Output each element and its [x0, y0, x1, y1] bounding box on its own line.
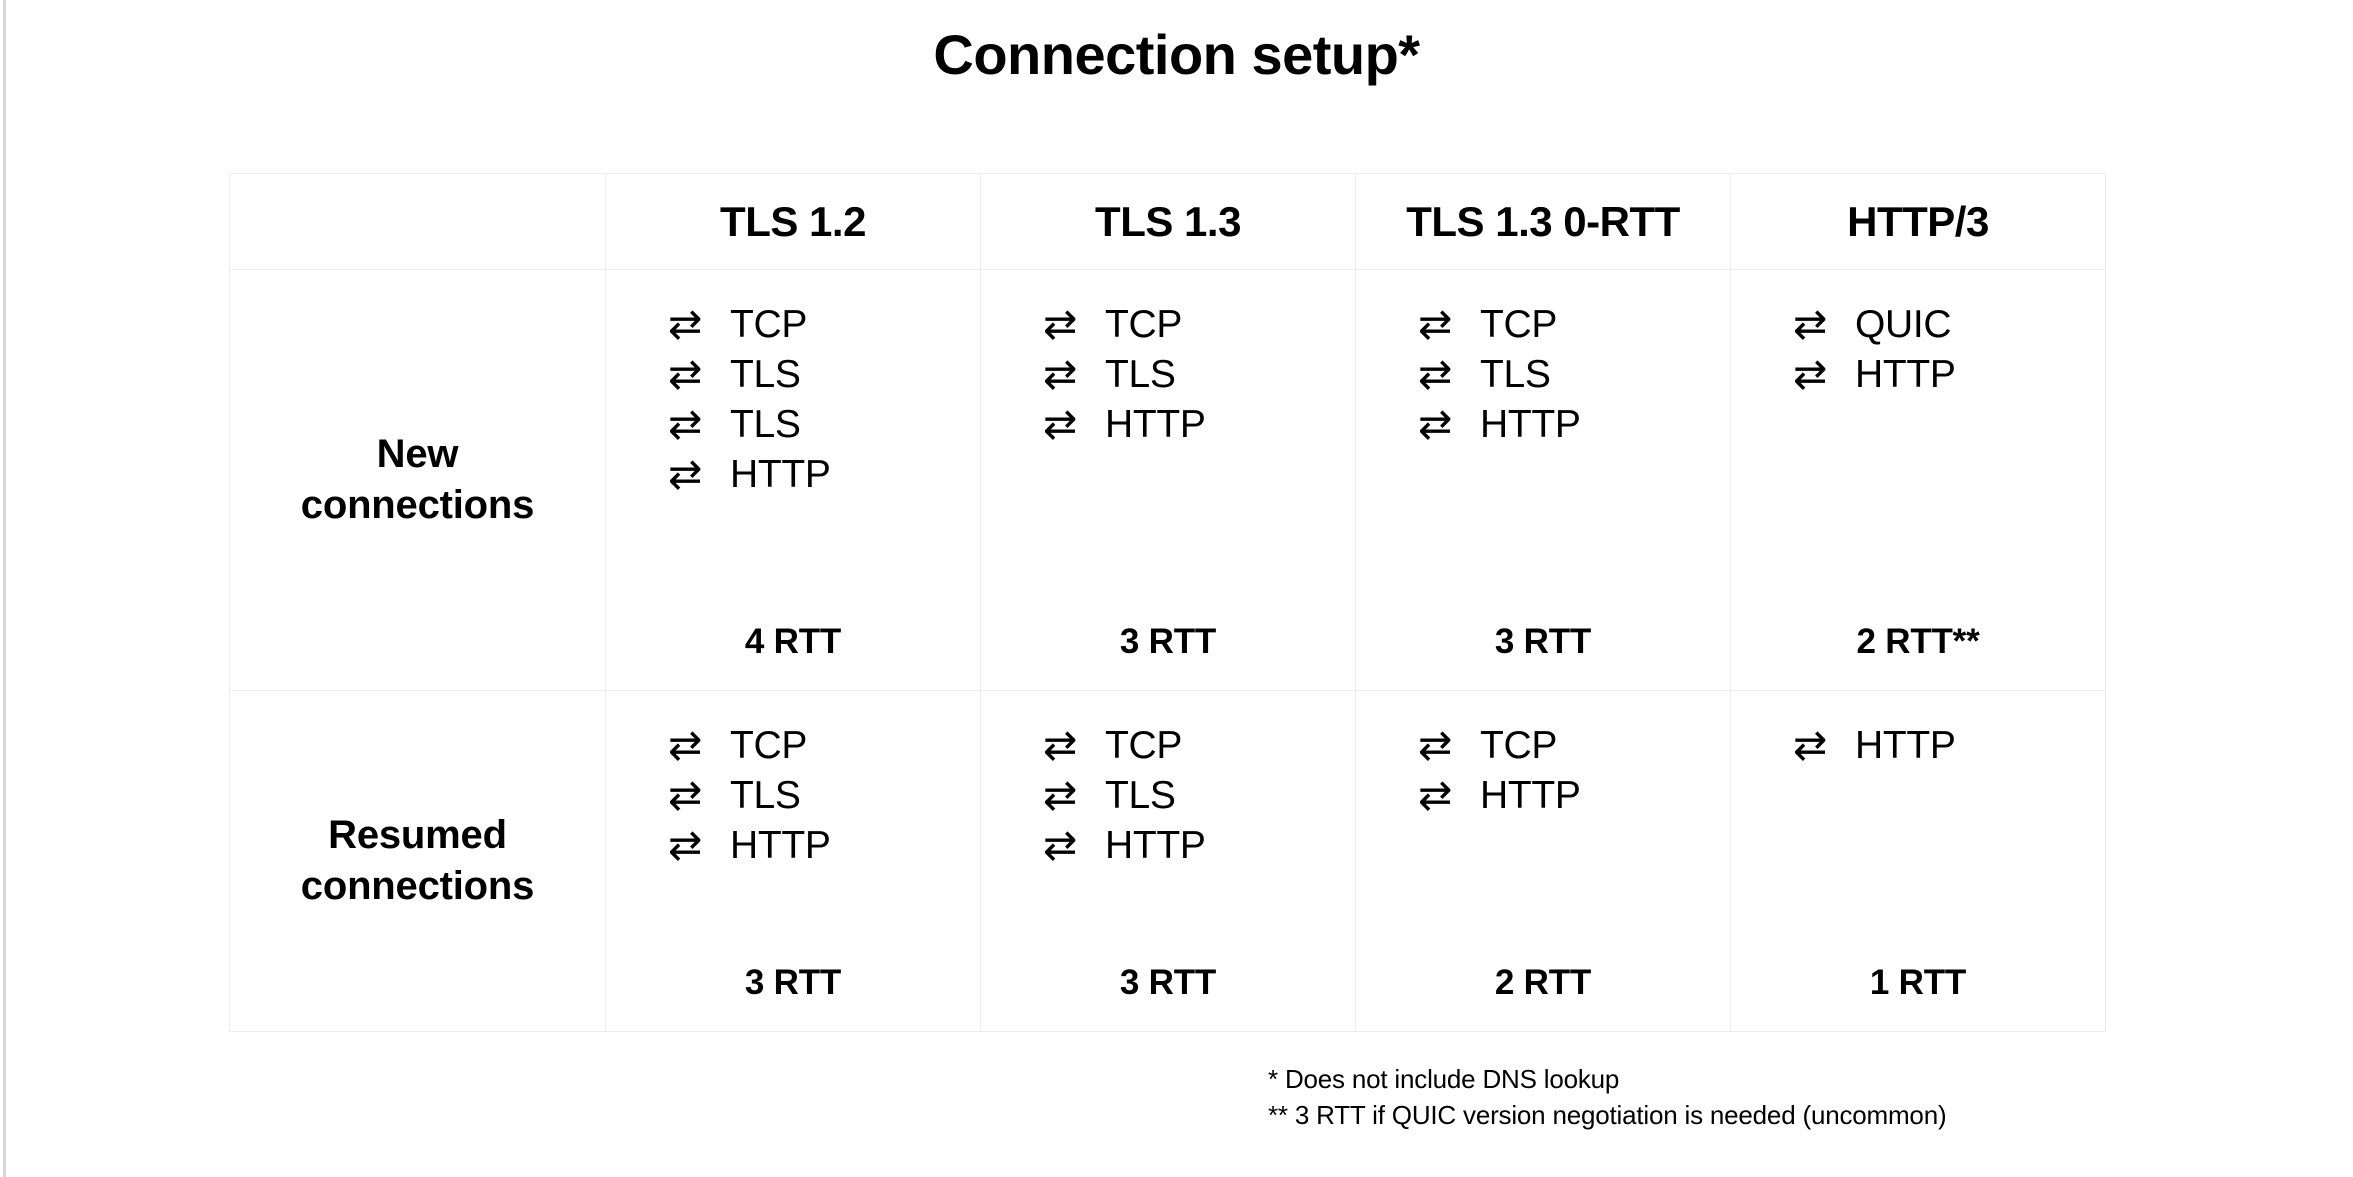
protocol-step-label: HTTP	[1855, 353, 1956, 396]
protocol-step-label: TLS	[730, 403, 801, 446]
protocol-step-label: TCP	[730, 724, 808, 767]
footnote-single-asterisk: * Does not include DNS lookup	[1268, 1064, 1620, 1094]
bidirectional-roundtrip-arrow-icon: ⇄	[1043, 771, 1078, 819]
rtt-total: 3 RTT	[1494, 622, 1592, 661]
rtt-total: 3 RTT	[1119, 963, 1217, 1002]
bidirectional-roundtrip-arrow-icon: ⇄	[668, 350, 703, 398]
bidirectional-roundtrip-arrow-icon: ⇄	[1043, 400, 1078, 448]
column-header-tls13: TLS 1.3	[980, 173, 1356, 270]
bidirectional-roundtrip-arrow-icon: ⇄	[1418, 400, 1453, 448]
bidirectional-roundtrip-arrow-icon: ⇄	[1418, 300, 1453, 348]
protocol-step: ⇄ TLS	[1418, 354, 1668, 395]
protocol-step-label: HTTP	[1855, 724, 1956, 767]
cell-new-tls12: ⇄ TCP ⇄ TLS ⇄ TLS ⇄ HTTP 4 RT	[605, 269, 981, 691]
column-header-tls12: TLS 1.2	[605, 173, 981, 270]
protocol-step: ⇄ TCP	[668, 304, 918, 345]
protocol-step: ⇄ TCP	[1418, 304, 1668, 345]
protocol-step: ⇄ TCP	[668, 725, 918, 766]
bidirectional-roundtrip-arrow-icon: ⇄	[668, 300, 703, 348]
connection-setup-matrix: TLS 1.2 TLS 1.3 TLS 1.3 0-RTT HTTP/3 New…	[229, 173, 2106, 1032]
column-header-http3: HTTP/3	[1730, 173, 2106, 270]
bidirectional-roundtrip-arrow-icon: ⇄	[668, 450, 703, 498]
row-label-line-1: Resumed	[328, 812, 507, 857]
cell-resumed-tls12: ⇄ TCP ⇄ TLS ⇄ HTTP 3 RTT	[605, 690, 981, 1032]
row-label-resumed-connections: Resumed connections	[229, 690, 606, 1032]
page-edge-rule	[3, 0, 6, 1177]
protocol-step-label: HTTP	[730, 824, 831, 867]
row-label-line-2: connections	[300, 864, 535, 908]
protocol-step-label: HTTP	[730, 453, 831, 496]
protocol-step-label: TLS	[730, 353, 801, 396]
protocol-step: ⇄ TCP	[1418, 725, 1668, 766]
protocol-step: ⇄ HTTP	[1793, 354, 2043, 395]
cell-new-tls13: ⇄ TCP ⇄ TLS ⇄ HTTP 3 RTT	[980, 269, 1356, 691]
bidirectional-roundtrip-arrow-icon: ⇄	[668, 400, 703, 448]
rtt-total: 1 RTT	[1869, 963, 1967, 1002]
row-label-line-2: connections	[300, 483, 535, 527]
protocol-step: ⇄ TLS	[1043, 775, 1293, 816]
bidirectional-roundtrip-arrow-icon: ⇄	[668, 771, 703, 819]
protocol-step: ⇄ TCP	[1043, 725, 1293, 766]
protocol-step-label: TLS	[1105, 353, 1176, 396]
protocol-step-label: QUIC	[1855, 303, 1952, 346]
protocol-step-label: TLS	[1105, 774, 1176, 817]
footnotes: * Does not include DNS lookup ** 3 RTT i…	[1268, 1062, 1947, 1134]
table-header-row: TLS 1.2 TLS 1.3 TLS 1.3 0-RTT HTTP/3	[229, 173, 2106, 270]
bidirectional-roundtrip-arrow-icon: ⇄	[1793, 350, 1828, 398]
protocol-step: ⇄ HTTP	[1793, 725, 2043, 766]
protocol-step-label: HTTP	[1105, 403, 1206, 446]
protocol-step: ⇄ TLS	[1043, 354, 1293, 395]
cell-resumed-tls13-0rtt: ⇄ TCP ⇄ HTTP 2 RTT	[1355, 690, 1731, 1032]
protocol-step-label: HTTP	[1480, 403, 1581, 446]
protocol-step: ⇄ TLS	[668, 404, 918, 445]
protocol-step: ⇄ QUIC	[1793, 304, 2043, 345]
protocol-step: ⇄ TLS	[668, 775, 918, 816]
protocol-step-label: TLS	[1480, 353, 1551, 396]
protocol-step-label: TCP	[1105, 724, 1183, 767]
protocol-step-label: TLS	[730, 774, 801, 817]
bidirectional-roundtrip-arrow-icon: ⇄	[1418, 350, 1453, 398]
rtt-total: 2 RTT	[1494, 963, 1592, 1002]
row-label-new-connections: New connections	[229, 269, 606, 691]
protocol-step-label: HTTP	[1480, 774, 1581, 817]
protocol-step-label: TCP	[730, 303, 808, 346]
bidirectional-roundtrip-arrow-icon: ⇄	[1793, 300, 1828, 348]
protocol-step-label: TCP	[1105, 303, 1183, 346]
cell-resumed-http3: ⇄ HTTP 1 RTT	[1730, 690, 2106, 1032]
cell-resumed-tls13: ⇄ TCP ⇄ TLS ⇄ HTTP 3 RTT	[980, 690, 1356, 1032]
row-label-line-1: New	[376, 431, 459, 476]
table-corner-cell	[229, 173, 606, 270]
protocol-step: ⇄ HTTP	[1418, 775, 1668, 816]
cell-new-http3: ⇄ QUIC ⇄ HTTP 2 RTT**	[1730, 269, 2106, 691]
footnote-double-asterisk: ** 3 RTT if QUIC version negotiation is …	[1268, 1099, 1947, 1130]
protocol-step: ⇄ HTTP	[668, 825, 918, 866]
bidirectional-roundtrip-arrow-icon: ⇄	[1043, 300, 1078, 348]
bidirectional-roundtrip-arrow-icon: ⇄	[1793, 721, 1828, 769]
protocol-step: ⇄ HTTP	[1043, 404, 1293, 445]
rtt-total: 2 RTT**	[1856, 622, 1980, 661]
bidirectional-roundtrip-arrow-icon: ⇄	[1043, 821, 1078, 869]
protocol-step-label: TCP	[1480, 724, 1558, 767]
bidirectional-roundtrip-arrow-icon: ⇄	[1043, 350, 1078, 398]
table-row-resumed-connections: Resumed connections ⇄ TCP ⇄ TLS ⇄	[229, 690, 2106, 1032]
protocol-step-label: HTTP	[1105, 824, 1206, 867]
protocol-step: ⇄ HTTP	[1418, 404, 1668, 445]
rtt-total: 4 RTT	[744, 622, 842, 661]
protocol-step-label: TCP	[1480, 303, 1558, 346]
bidirectional-roundtrip-arrow-icon: ⇄	[1418, 771, 1453, 819]
protocol-step: ⇄ TLS	[668, 354, 918, 395]
protocol-step: ⇄ TCP	[1043, 304, 1293, 345]
bidirectional-roundtrip-arrow-icon: ⇄	[668, 721, 703, 769]
bidirectional-roundtrip-arrow-icon: ⇄	[1418, 721, 1453, 769]
bidirectional-roundtrip-arrow-icon: ⇄	[1043, 721, 1078, 769]
rtt-total: 3 RTT	[744, 963, 842, 1002]
table-row-new-connections: New connections ⇄ TCP ⇄ TLS ⇄	[229, 269, 2106, 691]
protocol-step: ⇄ HTTP	[668, 454, 918, 495]
column-header-tls13-0rtt: TLS 1.3 0-RTT	[1355, 173, 1731, 270]
cell-new-tls13-0rtt: ⇄ TCP ⇄ TLS ⇄ HTTP 3 RTT	[1355, 269, 1731, 691]
protocol-step: ⇄ HTTP	[1043, 825, 1293, 866]
bidirectional-roundtrip-arrow-icon: ⇄	[668, 821, 703, 869]
page-title: Connection setup*	[933, 23, 1420, 86]
rtt-total: 3 RTT	[1119, 622, 1217, 661]
